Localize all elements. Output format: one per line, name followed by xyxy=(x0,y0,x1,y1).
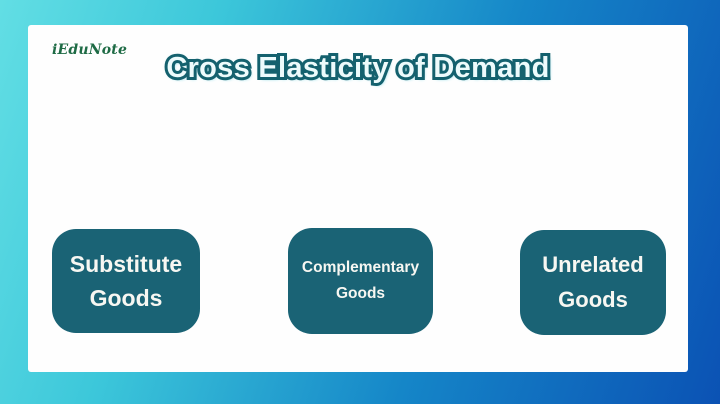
brand-logo: iEduNote xyxy=(52,42,128,58)
node-label-line: Complementary xyxy=(301,258,420,276)
node-label-line: Goods xyxy=(558,286,628,312)
diagram-title: Cross Elasticity of Demand Cross Elastic… xyxy=(28,49,688,92)
diagram-title-text: Cross Elasticity of Demand xyxy=(166,52,550,84)
node-unrelated-goods: Unrelated Goods xyxy=(520,230,666,335)
node-label-line: Goods xyxy=(89,285,163,311)
node-label-line: Unrelated xyxy=(542,252,644,278)
node-label-line: Substitute xyxy=(69,250,183,277)
node-label-line: Goods xyxy=(335,285,386,302)
node-substitute-goods: Substitute Goods xyxy=(52,229,200,333)
node-complementary-goods: Complementary Goods xyxy=(288,228,433,334)
diagram-title-outline: Cross Elasticity of Demand xyxy=(163,49,552,87)
